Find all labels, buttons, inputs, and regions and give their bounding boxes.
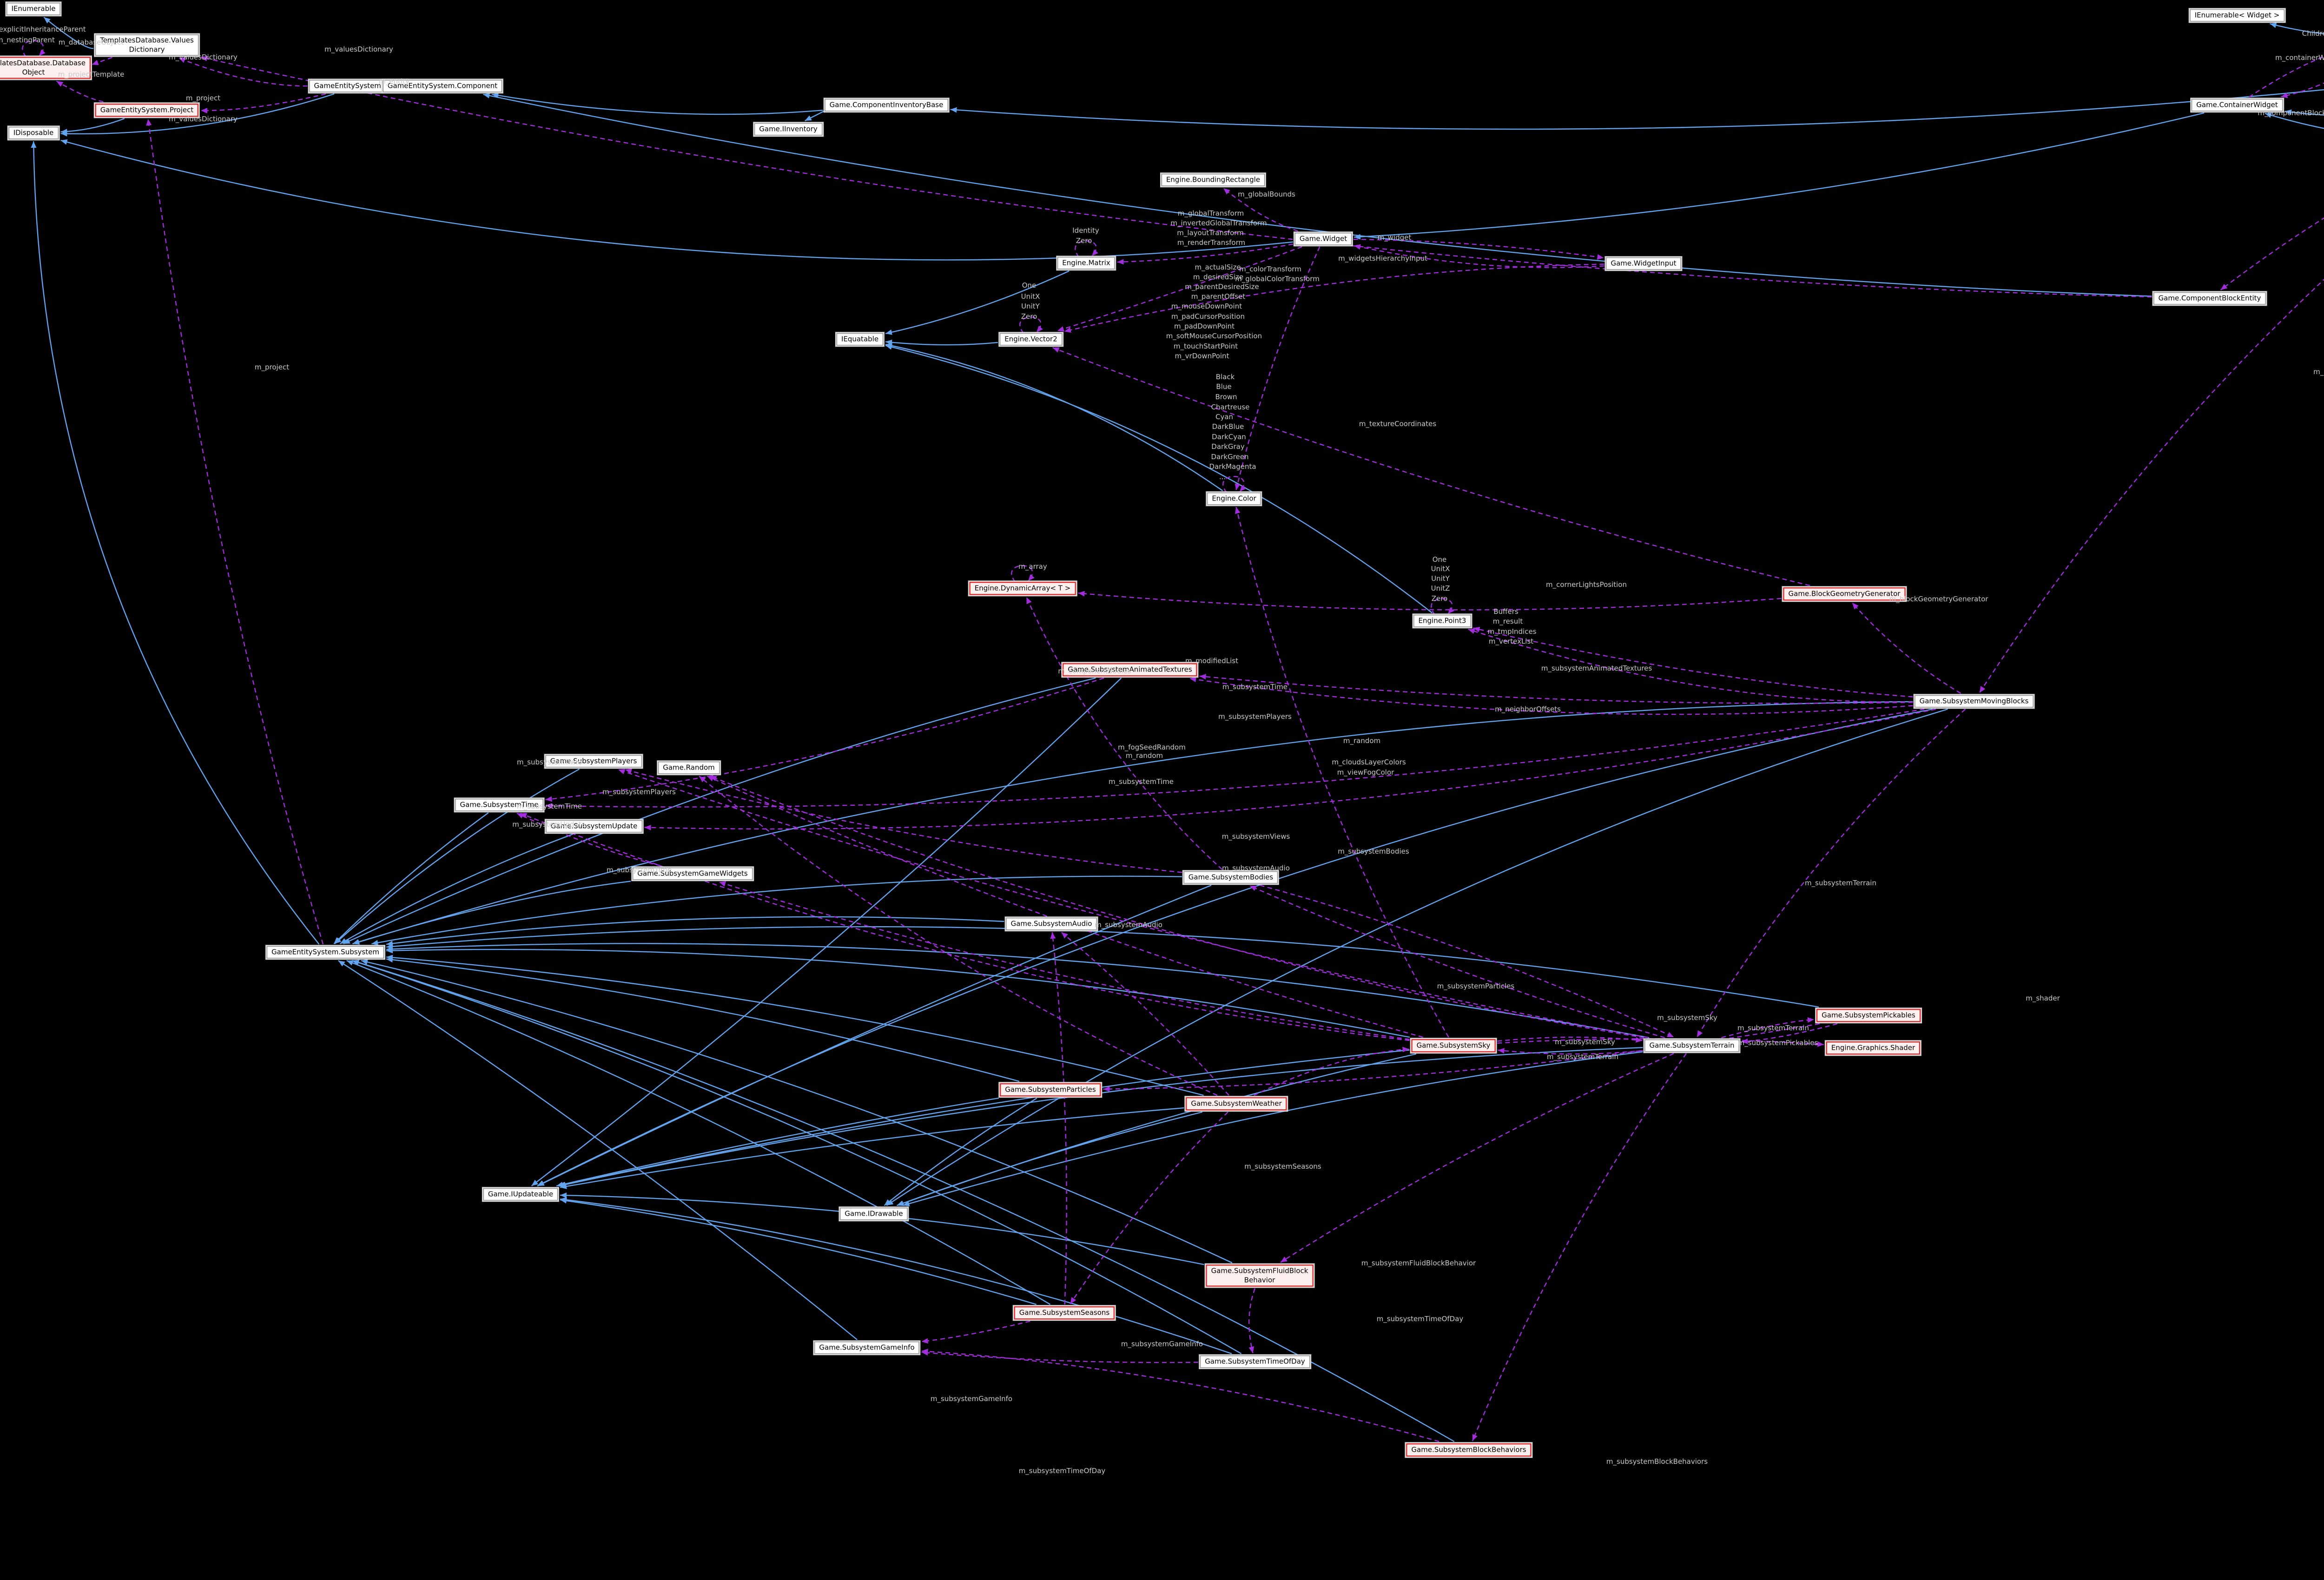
class-node-dbobj[interactable]: TemplatesDatabase.Database Object [0,57,91,79]
class-node-bgg[interactable]: Game.BlockGeometryGenerator [1783,587,1906,600]
class-node-sseasons[interactable]: Game.SubsystemSeasons [1014,1306,1115,1319]
class-node-iequat[interactable]: IEquatable [836,333,884,345]
class-node-disp[interactable]: IDisposable [8,127,59,139]
class-node-random[interactable]: Game.Random [658,762,720,774]
class-node-iupd[interactable]: Game.IUpdateable [483,1188,558,1200]
class-node-ssky[interactable]: Game.SubsystemSky [1411,1039,1496,1052]
class-node-shader[interactable]: Engine.Graphics.Shader [1826,1041,1921,1054]
class-node-iinv[interactable]: Game.IInventory [754,123,822,135]
class-node-enumw[interactable]: IEnumerable< Widget > [2190,9,2284,21]
class-node-stime[interactable]: Game.SubsystemTime [455,799,543,811]
class-node-splayers[interactable]: Game.SubsystemPlayers [545,755,642,767]
class-node-cinvbase[interactable]: Game.ComponentInventoryBase [825,99,948,111]
class-node-spart[interactable]: Game.SubsystemParticles [1000,1083,1101,1096]
class-node-matrix[interactable]: Engine.Matrix [1057,257,1115,269]
class-node-sgamew[interactable]: Game.SubsystemGameWidgets [633,868,753,880]
class-node-cblockent[interactable]: Game.ComponentBlockEntity [2153,292,2266,304]
class-node-sbodies[interactable]: Game.SubsystemBodies [1183,871,1278,883]
class-node-cwidget[interactable]: Game.ContainerWidget [2192,99,2283,111]
class-node-smb[interactable]: Game.SubsystemMovingBlocks [1915,695,2034,707]
class-node-point3[interactable]: Engine.Point3 [1413,615,1471,627]
class-node-sat[interactable]: Game.SubsystemAnimatedTextures [1063,663,1197,676]
class-node-vec2[interactable]: Engine.Vector2 [1000,333,1062,345]
class-node-enum[interactable]: IEnumerable [7,3,60,15]
class-node-stod[interactable]: Game.SubsystemTimeOfDay [1200,1356,1310,1368]
class-node-idraw[interactable]: Game.IDrawable [840,1208,908,1220]
class-node-sbb[interactable]: Game.SubsystemBlockBehaviors [1406,1443,1532,1456]
class-node-subsys[interactable]: GameEntitySystem.Subsystem [267,946,384,958]
class-node-supdate[interactable]: Game.SubsystemUpdate [546,820,642,832]
class-node-vdict[interactable]: TemplatesDatabase.Values Dictionary [95,34,198,56]
class-node-entity[interactable]: GameEntitySystem.Entity [309,80,409,92]
class-node-proj[interactable]: GameEntitySystem.Project [95,104,199,117]
class-node-sterrain[interactable]: Game.SubsystemTerrain [1644,1040,1739,1052]
class-node-sfluid[interactable]: Game.SubsystemFluidBlock Behavior [1206,1264,1314,1287]
class-node-saudio[interactable]: Game.SubsystemAudio [1006,918,1097,930]
class-node-sgameinfo[interactable]: Game.SubsystemGameInfo [814,1342,919,1354]
class-node-comp[interactable]: GameEntitySystem.Component [383,80,502,92]
class-node-sweather[interactable]: Game.SubsystemWeather [1186,1097,1287,1110]
class-node-winput[interactable]: Game.WidgetInput [1606,257,1681,270]
class-node-widget[interactable]: Game.Widget [1294,233,1352,245]
class-node-spick[interactable]: Game.SubsystemPickables [1816,1009,1921,1022]
class-node-color[interactable]: Engine.Color [1207,493,1261,505]
class-node-dynarr[interactable]: Engine.DynamicArray< T > [969,582,1076,595]
class-node-brect[interactable]: Engine.BoundingRectangle [1161,174,1265,186]
